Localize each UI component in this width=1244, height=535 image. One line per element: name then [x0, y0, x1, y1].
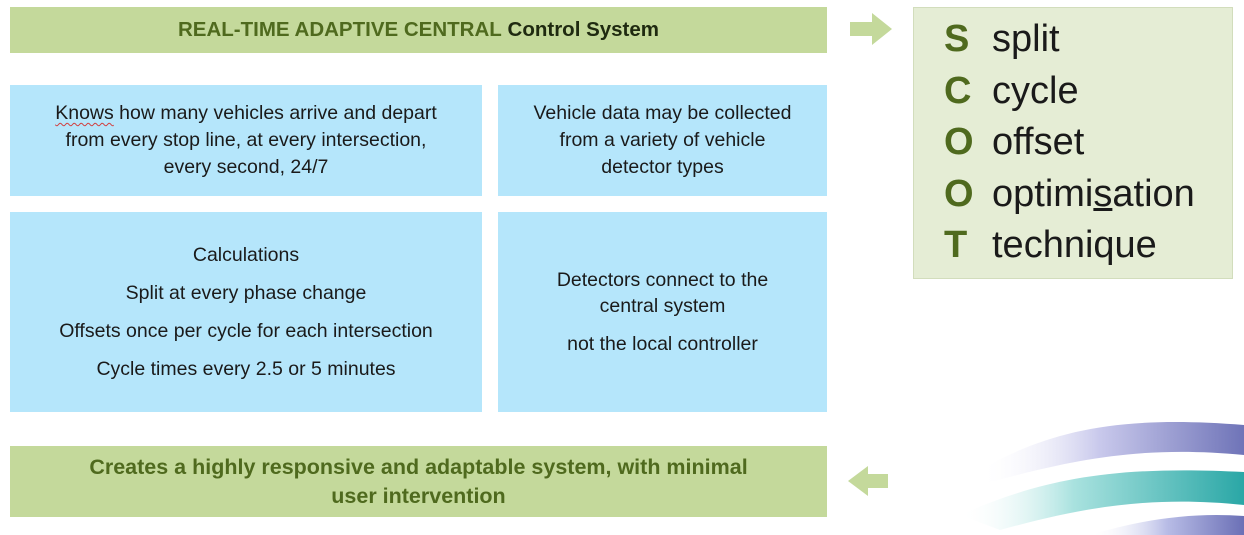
box-line: every second, 24/7	[163, 156, 329, 178]
footer-bar: Creates a highly responsive and adaptabl…	[10, 446, 827, 517]
scoot-word: optimisation	[992, 173, 1195, 216]
scoot-letter: S	[944, 18, 970, 60]
info-box-calculations: Calculations Split at every phase change…	[10, 212, 482, 412]
box-line: Knows how many vehicles arrive and depar…	[55, 100, 437, 127]
scoot-letter: T	[944, 224, 968, 266]
calc-heading: Calculations	[192, 244, 300, 266]
header-title-part1: REAL-TIME ADAPTIVE CENTRAL	[177, 18, 502, 41]
scoot-word: technique	[992, 224, 1157, 266]
box-line: from a variety of vehicle	[559, 129, 766, 151]
footer-line: Creates a highly responsive and adaptabl…	[89, 454, 748, 479]
header-bar: REAL-TIME ADAPTIVE CENTRAL Control Syste…	[10, 7, 827, 53]
box-line: central system	[599, 295, 726, 317]
calc-line: Split at every phase change	[125, 282, 367, 304]
info-box-detector-types: Vehicle data may be collected from a var…	[498, 85, 827, 196]
box-line: detector types	[601, 156, 724, 178]
scoot-row-split: S split	[944, 18, 1232, 70]
footer-line: user intervention	[331, 483, 506, 508]
calc-line: Cycle times every 2.5 or 5 minutes	[96, 358, 396, 380]
header-title-part2: Control System	[507, 18, 660, 41]
scoot-word-underlined-part: s	[1093, 172, 1113, 215]
box-line: Vehicle data may be collected	[533, 102, 792, 124]
scoot-word: split	[992, 18, 1060, 60]
scoot-word-part: optimi	[992, 172, 1094, 215]
scoot-letter: O	[944, 121, 974, 163]
scoot-letter: O	[944, 172, 974, 215]
info-box-vehicle-counts: Knows how many vehicles arrive and depar…	[10, 85, 482, 196]
info-box-detector-connection: Detectors connect to the central system …	[498, 212, 827, 412]
scoot-word-part: ation	[1112, 172, 1195, 215]
scoot-acronym-panel: S split C cycle O offset O optimisation …	[913, 7, 1233, 279]
scoot-word: cycle	[992, 69, 1079, 112]
footer-text: Creates a highly responsive and adaptabl…	[89, 453, 747, 511]
box-line: from every stop line, at every intersect…	[65, 129, 427, 151]
scoot-row-technique: T technique	[944, 224, 1232, 276]
box-line-text: how many vehicles arrive and depart	[113, 102, 437, 124]
spellcheck-word: Knows	[55, 102, 114, 124]
decorative-waves-icon	[960, 422, 1244, 535]
box-line: not the local controller	[567, 333, 758, 355]
calc-line: Offsets once per cycle for each intersec…	[59, 320, 433, 342]
right-arrow-icon	[850, 13, 892, 45]
scoot-row-cycle: C cycle	[944, 70, 1232, 122]
scoot-word: offset	[992, 121, 1085, 163]
scoot-letter: C	[944, 69, 972, 112]
scoot-row-optimisation: O optimisation	[944, 173, 1232, 225]
box-line: Detectors connect to the	[556, 269, 769, 291]
scoot-row-offset: O offset	[944, 121, 1232, 173]
left-arrow-icon	[848, 466, 888, 496]
